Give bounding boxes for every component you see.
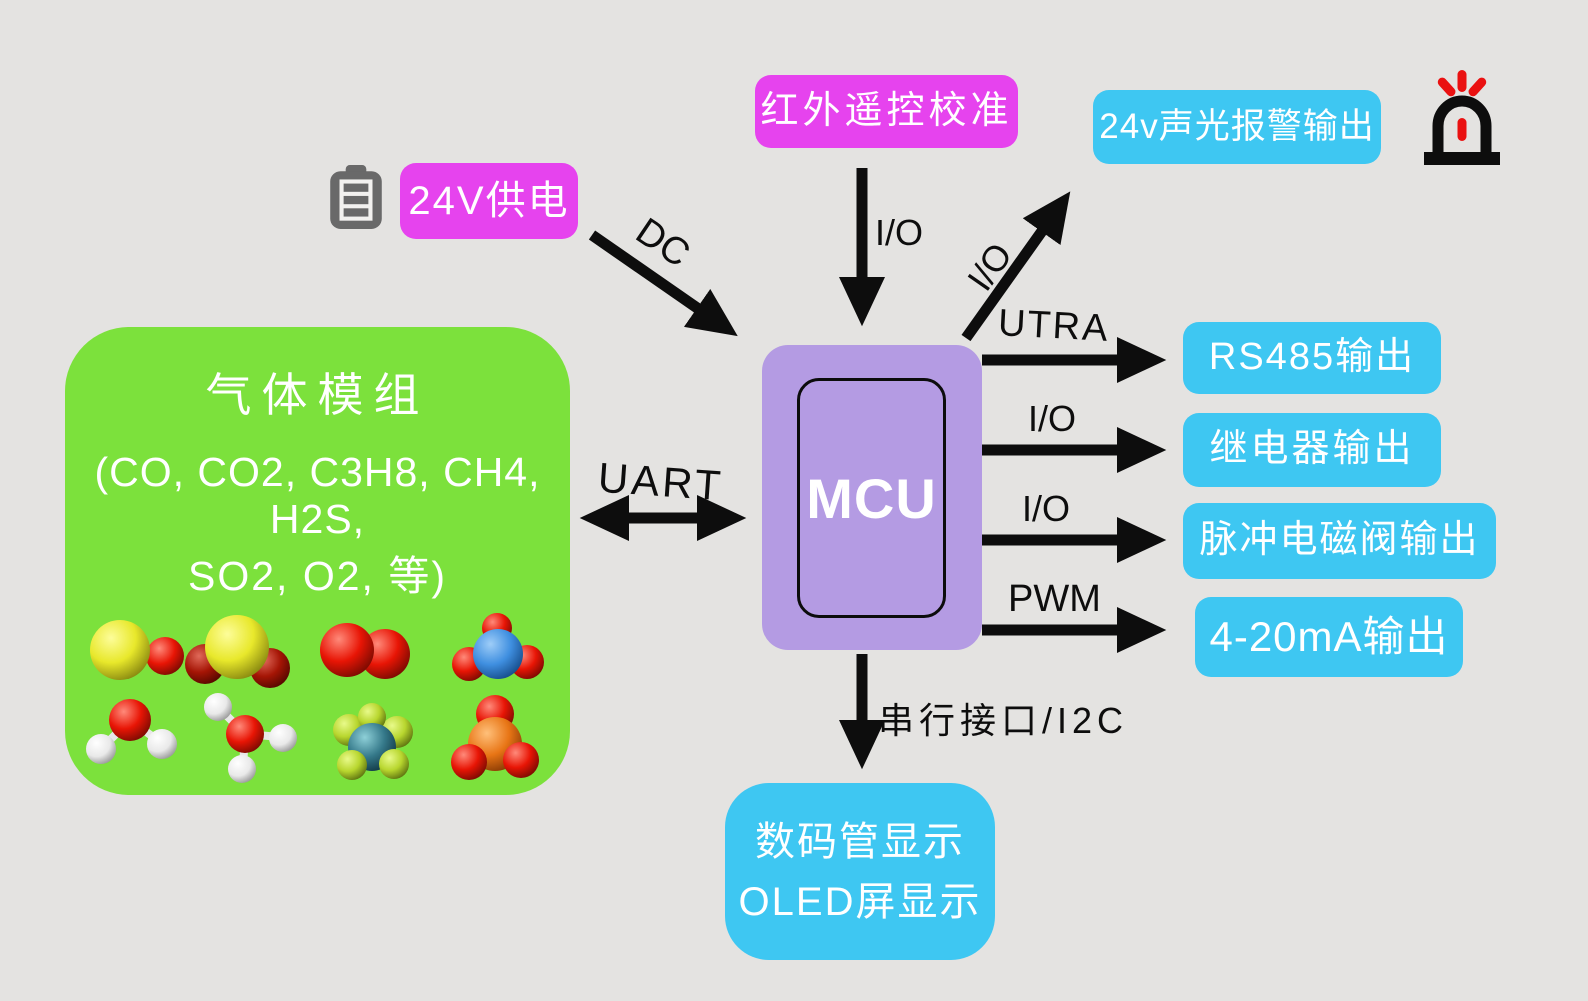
mcu-label: MCU (797, 378, 946, 618)
edge-label-utra: UTRA (997, 302, 1111, 350)
node-power-supply: 24V供电 (400, 163, 578, 239)
node-current-output: 4-20mA输出 (1195, 597, 1463, 677)
display-line1: 数码管显示 (755, 819, 965, 864)
node-display: 数码管显示 OLED屏显示 (725, 783, 995, 960)
gas-module-title: 气体模组 (205, 369, 430, 421)
display-line2: OLED屏显示 (738, 879, 982, 924)
node-rs485-output: RS485输出 (1183, 322, 1441, 394)
edge-label-pwm: PWM (1008, 578, 1101, 620)
gas-module-list-line1: (CO, CO2, C3H8, CH4, H2S, (94, 449, 541, 542)
edge-label-valve-io: I/O (1022, 488, 1071, 529)
alarm-light-icon (1424, 70, 1500, 165)
edge-label-dc: DC (628, 210, 698, 276)
edge-label-ir-io: I/O (875, 212, 924, 253)
battery-icon (330, 165, 382, 229)
edge-label-serial-i2c: 串行接口/I2C (878, 700, 1129, 741)
edge-label-alarm-io: I/O (959, 235, 1021, 299)
node-ir-calibration: 红外遥控校准 (755, 75, 1018, 148)
node-relay-output: 继电器输出 (1183, 413, 1441, 487)
node-solenoid-valve-output: 脉冲电磁阀输出 (1183, 503, 1496, 579)
node-alarm-output: 24v声光报警输出 (1093, 90, 1381, 164)
gas-module-list-line2: SO2, O2, 等) (188, 553, 447, 599)
node-gas-module: 气体模组 (CO, CO2, C3H8, CH4, H2S, SO2, O2, … (65, 327, 570, 795)
edge-label-uart: UART (596, 453, 726, 510)
edge-label-relay-io: I/O (1028, 398, 1077, 439)
molecule-images (86, 613, 544, 783)
node-mcu: MCU (762, 345, 982, 650)
